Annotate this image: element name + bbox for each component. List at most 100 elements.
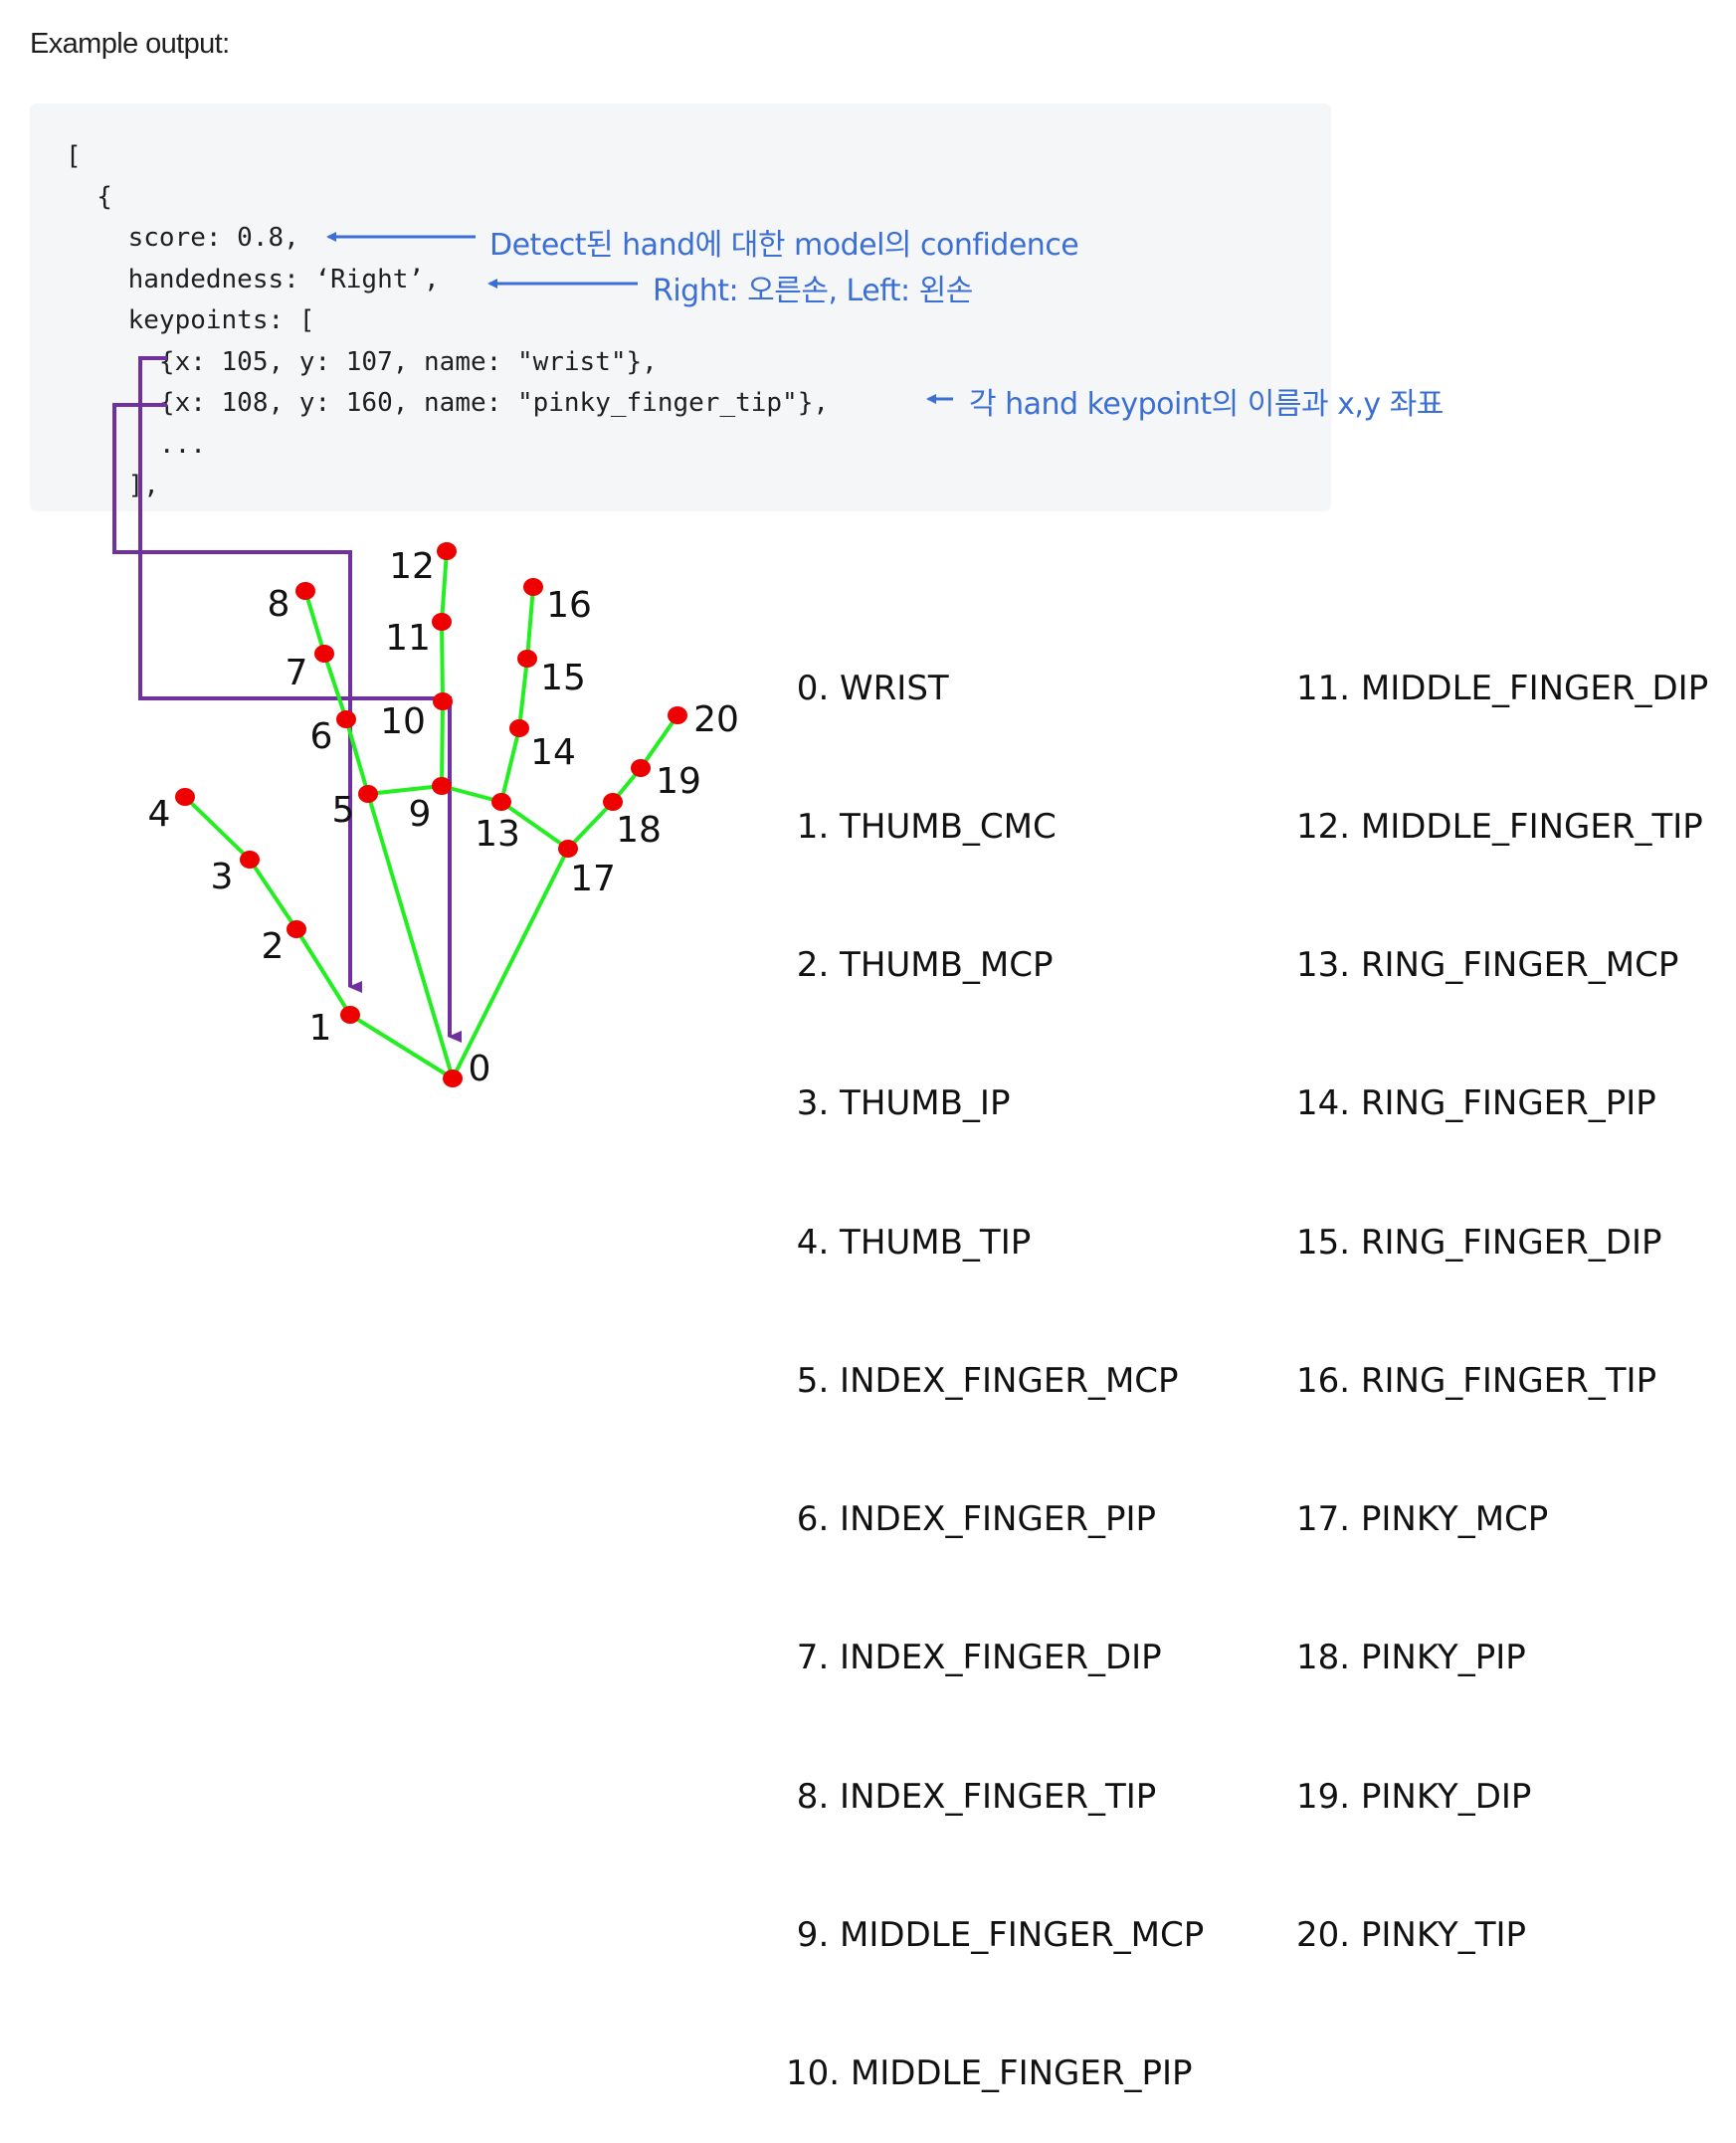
bone-5-9 [367, 784, 443, 796]
bone-2-3 [248, 858, 298, 931]
code-line: ], [66, 471, 159, 500]
code-line: ... [66, 430, 206, 460]
handedness-annotation: Right: 오른손, Left: 왼손 [653, 274, 973, 308]
connector-lines [112, 356, 462, 1043]
keypoint-name: 5. INDEX_FINGER_MCP [786, 1360, 1179, 1401]
bone-9-10 [440, 700, 445, 787]
landmark-point-2 [287, 920, 306, 938]
landmark-label-6: 6 [310, 716, 333, 757]
landmark-label-2: 2 [262, 926, 285, 967]
landmark-label-14: 14 [530, 732, 576, 773]
keypoint-name: 3. THUMB_IP [786, 1083, 1011, 1124]
landmark-point-1 [340, 1006, 360, 1024]
landmark-label-12: 12 [389, 546, 435, 587]
keypoint-list-col2: 11. MIDDLE_FINGER_DIP 12. MIDDLE_FINGER_… [1296, 573, 1708, 2005]
landmark-point-19 [631, 759, 651, 777]
landmark-label-4: 4 [148, 794, 171, 835]
code-block [30, 103, 1331, 511]
bone-1-2 [294, 927, 352, 1017]
landmark-point-4 [175, 788, 195, 806]
bone-13-14 [499, 727, 521, 803]
keypoint-name: 1. THUMB_CMC [786, 807, 1057, 848]
keypoint-name: 14. RING_FINGER_PIP [1296, 1083, 1656, 1124]
bone-9-13 [441, 784, 502, 804]
landmark-label-9: 9 [409, 794, 432, 835]
landmark-point-3 [240, 851, 260, 869]
landmark-point-14 [509, 719, 529, 737]
landmark-point-8 [295, 582, 315, 600]
keypoint-name: 8. INDEX_FINGER_TIP [786, 1776, 1157, 1817]
bone-15-16 [525, 586, 535, 660]
pinky-tip-connector [112, 403, 362, 993]
hand-bones [183, 550, 679, 1080]
bone-7-8 [303, 590, 326, 655]
bone-19-20 [639, 713, 679, 770]
landmark-label-3: 3 [211, 857, 234, 897]
landmark-point-6 [336, 710, 356, 728]
code-line: keypoints: [ [66, 305, 315, 335]
annotation-arrows [326, 232, 953, 404]
bone-6-7 [322, 653, 348, 720]
keypoint-name: 4. THUMB_TIP [786, 1222, 1032, 1263]
landmark-point-9 [432, 777, 452, 795]
landmark-point-12 [437, 542, 457, 560]
bone-10-11 [440, 621, 445, 702]
section-heading: Example output: [30, 28, 230, 60]
landmark-label-19: 19 [656, 761, 701, 802]
wrist-connector [138, 356, 462, 1043]
keypoint-name: 0. WRIST [786, 668, 949, 708]
bone-3-4 [183, 795, 252, 862]
code-line: score: 0.8, [66, 223, 299, 253]
landmark-point-11 [432, 613, 452, 631]
code-line: handedness: ‘Right’, [66, 265, 440, 294]
keypoints-annotation: 각 hand keypoint의 이름과 x,y 좌표 [969, 387, 1444, 422]
code-line: {x: 108, y: 160, name: "pinky_finger_tip… [66, 388, 830, 418]
landmark-label-17: 17 [570, 859, 616, 899]
landmark-point-16 [523, 578, 543, 596]
landmark-label-7: 7 [286, 653, 308, 693]
keypoint-name: 18. PINKY_PIP [1296, 1638, 1526, 1678]
bone-13-17 [499, 800, 570, 851]
keypoint-name: 12. MIDDLE_FINGER_TIP [1296, 807, 1703, 848]
landmark-label-0: 0 [469, 1049, 491, 1089]
landmark-point-10 [433, 692, 453, 710]
keypoint-name: 19. PINKY_DIP [1296, 1776, 1532, 1817]
bone-5-6 [344, 718, 370, 795]
keypoint-name: 2. THUMB_MCP [786, 945, 1054, 986]
landmark-point-15 [517, 650, 537, 668]
landmark-label-10: 10 [380, 701, 426, 742]
keypoint-name: 17. PINKY_MCP [1296, 1499, 1549, 1540]
landmark-point-13 [491, 793, 511, 811]
landmark-point-20 [668, 706, 687, 724]
code-line: { [66, 182, 112, 212]
bone-17-18 [566, 800, 615, 851]
keypoint-list-col1: 0. WRIST 1. THUMB_CMC 2. THUMB_MCP 3. TH… [786, 573, 1204, 2143]
landmark-point-18 [603, 793, 623, 811]
keypoint-name: 20. PINKY_TIP [1296, 1914, 1526, 1955]
landmark-label-5: 5 [332, 790, 355, 831]
landmark-point-7 [314, 645, 334, 663]
code-line: {x: 105, y: 107, name: "wrist"}, [66, 347, 658, 377]
keypoint-name: 10. MIDDLE_FINGER_PIP [786, 2053, 1193, 2093]
landmark-label-16: 16 [546, 585, 592, 626]
landmark-point-0 [443, 1070, 463, 1087]
score-annotation: Detect된 hand에 대한 model의 confidence [489, 228, 1079, 263]
landmark-label-8: 8 [268, 584, 290, 625]
bone-11-12 [440, 550, 449, 623]
landmark-label-1: 1 [309, 1008, 332, 1049]
landmark-label-13: 13 [475, 814, 520, 855]
bone-14-15 [517, 658, 529, 729]
code-line: [ [66, 141, 82, 171]
bone-0-5 [366, 793, 455, 1079]
landmark-label-11: 11 [385, 618, 431, 659]
keypoint-name: 7. INDEX_FINGER_DIP [786, 1638, 1162, 1678]
keypoint-name: 6. INDEX_FINGER_PIP [786, 1499, 1156, 1540]
landmark-label-18: 18 [616, 810, 662, 851]
bone-0-1 [348, 1013, 455, 1080]
keypoint-name: 9. MIDDLE_FINGER_MCP [786, 1914, 1205, 1955]
keypoint-name: 16. RING_FINGER_TIP [1296, 1360, 1657, 1401]
keypoint-name: 13. RING_FINGER_MCP [1296, 945, 1679, 986]
landmark-point-17 [558, 840, 578, 858]
